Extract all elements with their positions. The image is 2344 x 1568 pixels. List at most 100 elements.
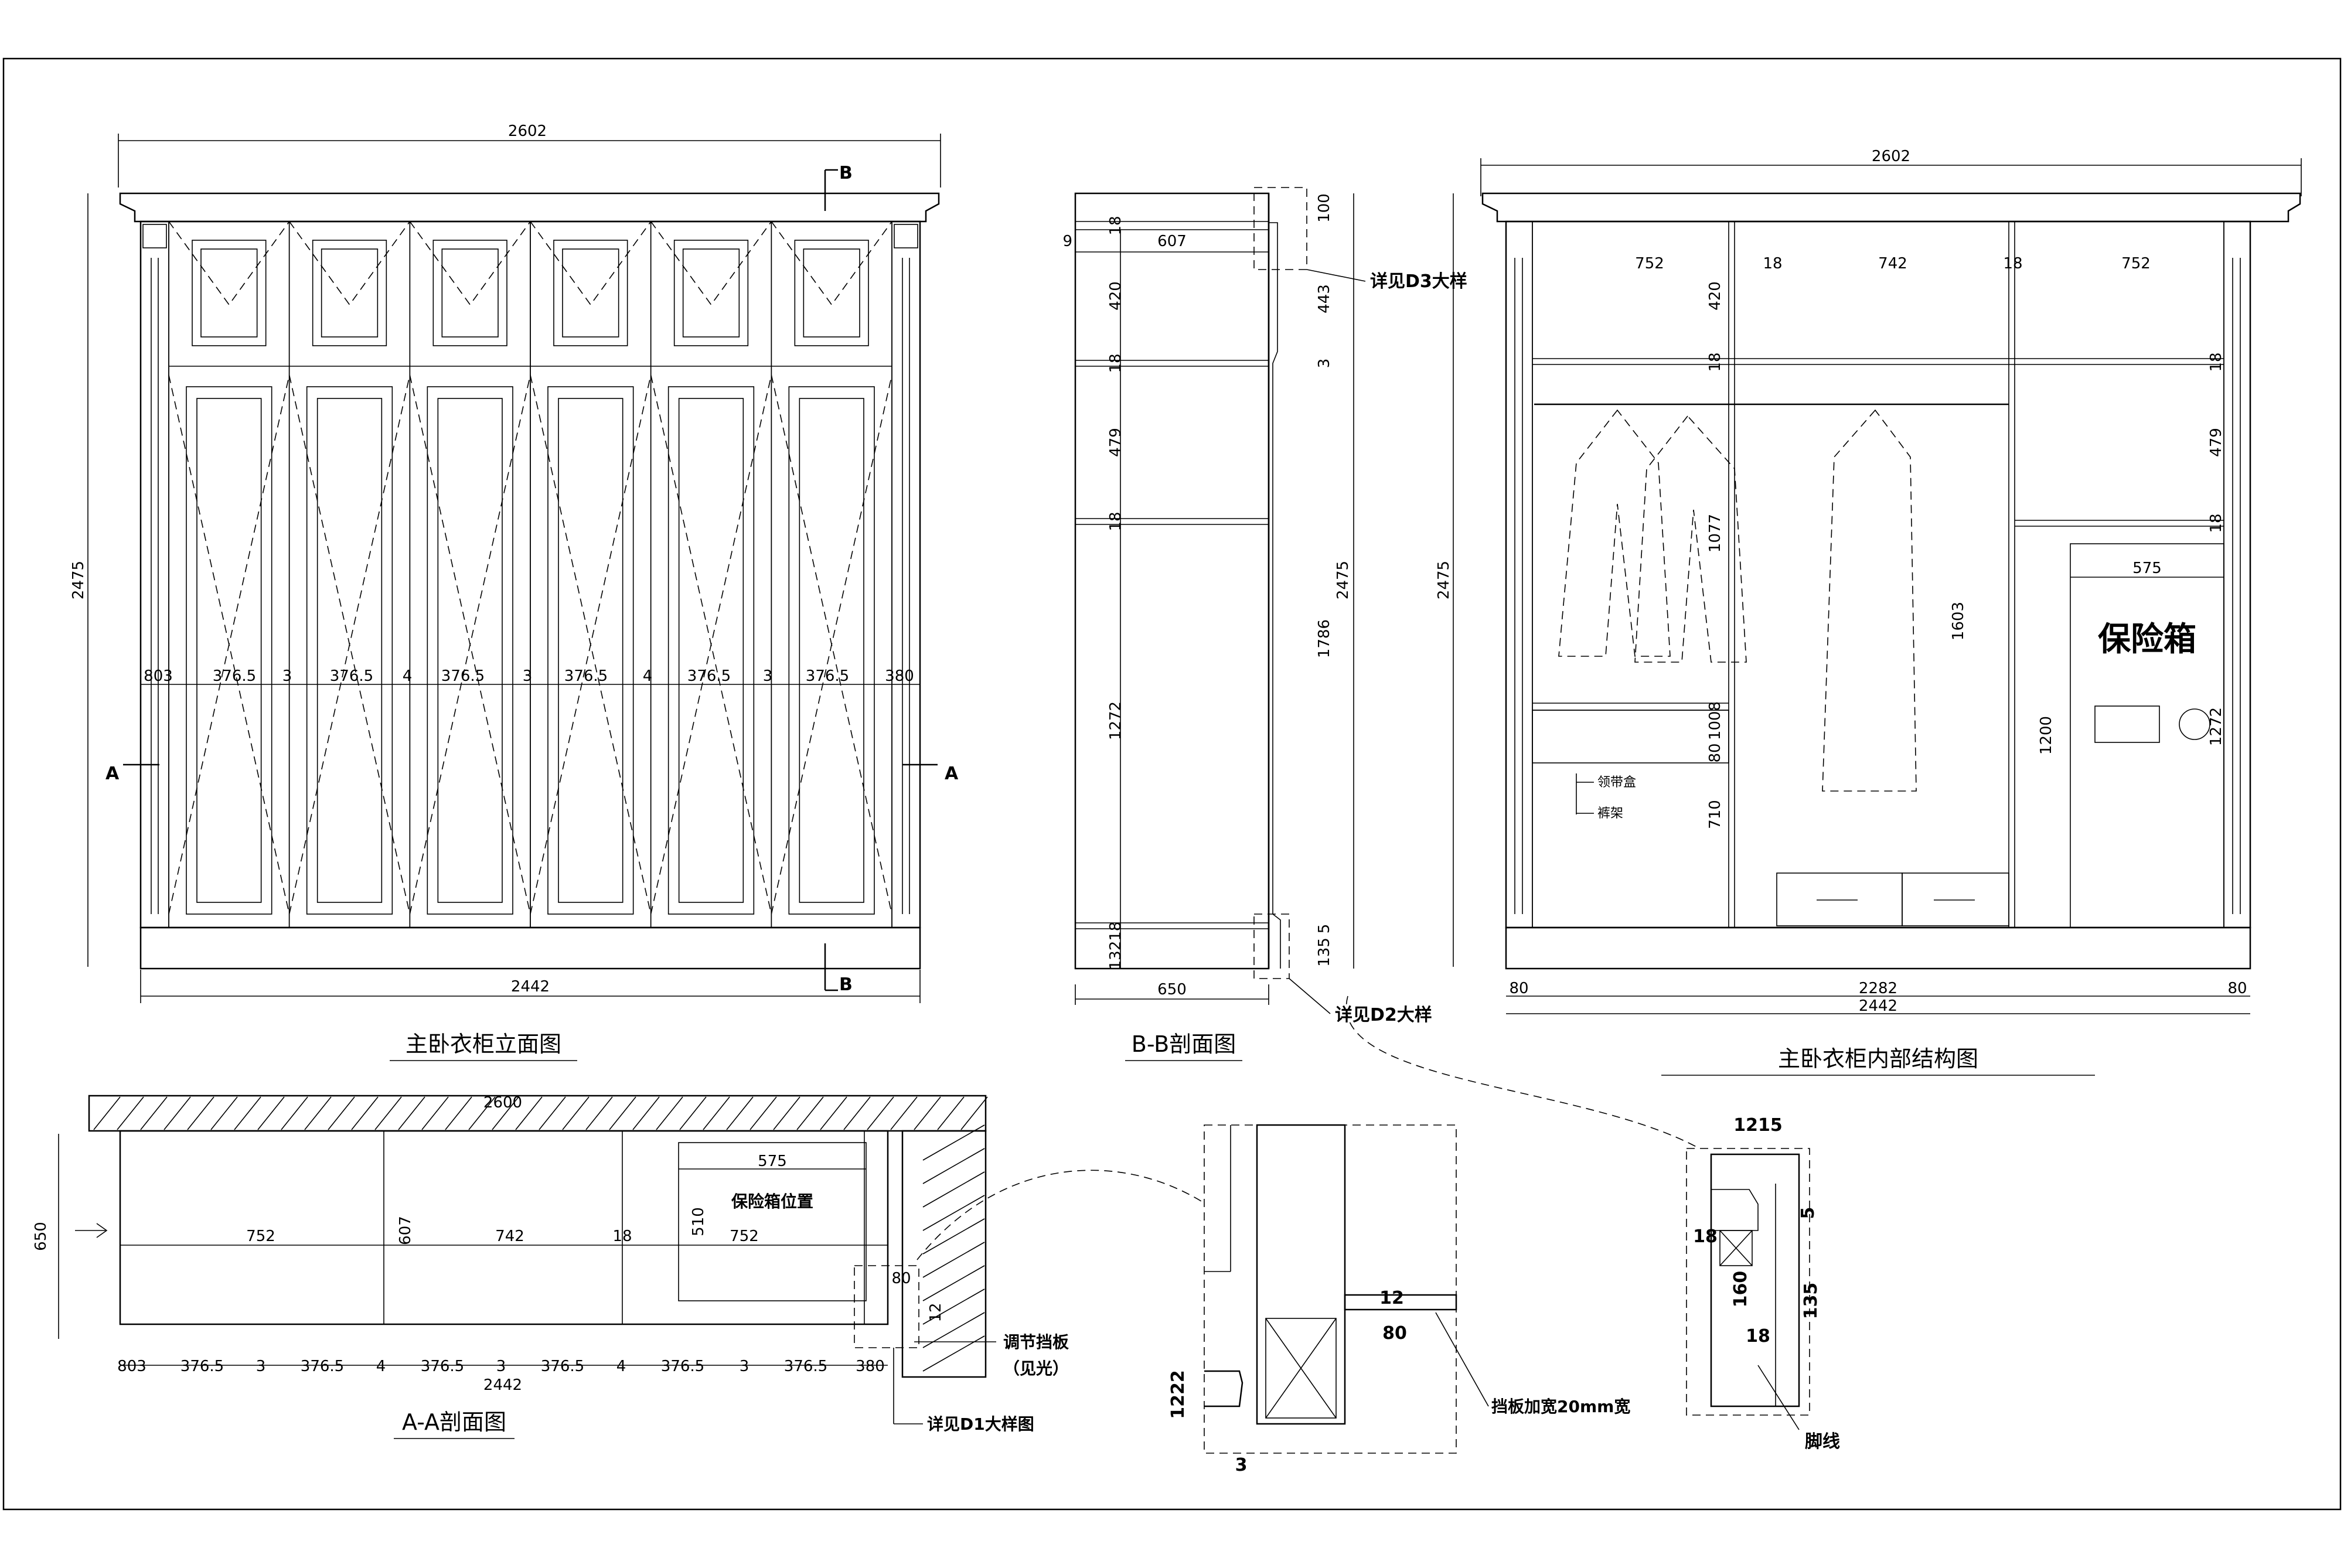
d2-dim-5: 18	[1746, 1326, 1770, 1347]
bb-right-dim-4: 1786	[1316, 619, 1333, 658]
bb-left-dim-6: 13218	[1107, 922, 1125, 970]
upper-raised-panel	[794, 240, 869, 346]
aa-adjust-board-note: （见光）	[1003, 1359, 1069, 1378]
plinth	[139, 926, 921, 970]
elev-dim-10: 3	[763, 667, 773, 685]
section-aa-view: 2600 575 保险箱位置 752 607 742 18 752 510 80…	[32, 1094, 1069, 1439]
int-rh-1: 479	[2207, 428, 2225, 457]
int-overall-width: 2602	[1872, 148, 1910, 165]
int-overall-height: 2475	[1435, 561, 1453, 599]
lower-raised-panel	[427, 386, 513, 915]
elev-dim-12: 380	[885, 667, 914, 685]
aa-dim-7: 80	[891, 1270, 911, 1287]
door-panels	[168, 221, 892, 928]
bb-title: B-B剖面图	[1132, 1031, 1236, 1057]
door-leaf	[409, 221, 531, 928]
lower-raised-panel	[667, 386, 755, 915]
lower-raised-panel	[788, 386, 875, 915]
int-top-dim-4: 752	[2121, 255, 2151, 272]
leader-d1	[917, 1170, 1202, 1260]
aa-title: A-A剖面图	[402, 1409, 506, 1435]
safe-width: 575	[2132, 560, 2162, 577]
bb-left-dim-2: 18	[1107, 353, 1125, 373]
aa-bottom-dim-0: 803	[117, 1358, 146, 1375]
drawer-right	[1902, 872, 2009, 926]
elev-overall-height: 2475	[70, 561, 87, 599]
aa-bottom-dim-12: 380	[856, 1358, 885, 1375]
tie-box-label: 领带盒	[1597, 775, 1636, 790]
d1-dim-3: 3	[1235, 1455, 1248, 1475]
elev-dim-2: 3	[282, 667, 292, 685]
section-marker-a-right: A	[945, 763, 959, 784]
jacket-icon	[1634, 415, 1747, 663]
bb-callout-d3: 详见D3大样	[1370, 271, 1467, 292]
int-h-1: 18	[1706, 352, 1724, 371]
elev-dim-7: 376.5	[564, 667, 608, 685]
aa-dim-5: 752	[730, 1228, 759, 1245]
bb-right-dim-0: 100	[1316, 193, 1333, 223]
lower-raised-panel	[547, 386, 634, 915]
aa-dim-3: 742	[495, 1228, 524, 1245]
bb-detail-d3-box	[1253, 187, 1307, 270]
aa-bottom-dim-3: 376.5	[301, 1358, 344, 1375]
lower-raised-panel	[186, 386, 272, 915]
d2-dim-0: 1215	[1733, 1115, 1783, 1136]
aa-bottom-dim-11: 376.5	[784, 1358, 827, 1375]
d2-note: 脚线	[1805, 1431, 1840, 1452]
detail-d2: 1215 5 18 160 135 18 脚线	[1686, 1115, 1840, 1452]
safe-box	[2070, 543, 2224, 928]
safe-label: 保险箱	[2098, 621, 2196, 659]
upper-raised-panel	[673, 240, 749, 346]
arrow-icon	[75, 1223, 108, 1238]
int-base-width: 2442	[1859, 997, 1897, 1015]
door-leaf	[771, 221, 892, 928]
aa-width: 2600	[483, 1094, 522, 1112]
bb-outline	[1074, 192, 1270, 970]
bb-right-dim-3: 2475	[1334, 561, 1352, 599]
sheet-border	[2, 57, 2342, 1511]
aa-base-width: 2442	[483, 1376, 522, 1394]
door-leaf	[288, 221, 411, 928]
d1-dim-1: 80	[1382, 1323, 1407, 1344]
d1-dim-0: 12	[1379, 1288, 1404, 1308]
int-h-3: 1603	[1950, 602, 1967, 640]
elev-dim-0: 803	[144, 667, 173, 685]
int-rh-0: 18	[2207, 352, 2225, 371]
int-h-4: 1008	[1706, 701, 1724, 740]
section-marker-b-bottom: B	[839, 974, 853, 995]
int-bottom-2: 80	[2227, 980, 2247, 997]
d2-dim-2: 18	[1693, 1226, 1718, 1247]
coat-icon	[1822, 409, 1917, 792]
jacket-icon	[1558, 409, 1671, 657]
upper-raised-panel	[192, 240, 267, 346]
aa-safe-label: 保险箱位置	[731, 1192, 813, 1211]
drawer-left	[1776, 872, 1903, 926]
aa-bottom-dim-4: 4	[376, 1358, 386, 1375]
aa-bottom-dim-8: 4	[616, 1358, 626, 1375]
pilaster-left	[140, 221, 169, 928]
elev-dim-11: 376.5	[806, 667, 849, 685]
lower-raised-panel	[306, 386, 393, 915]
elev-overall-width: 2602	[508, 122, 547, 140]
int-rh-4: 1200	[2038, 716, 2055, 755]
cornice	[119, 192, 940, 223]
aa-callout-d1: 详见D1大样图	[927, 1414, 1034, 1434]
bb-right-dim-5: 135	[1316, 938, 1333, 967]
int-top-dim-1: 18	[1763, 255, 1782, 272]
pants-rack-label: 裤架	[1597, 806, 1623, 821]
elev-dim-4: 4	[403, 667, 413, 685]
detail-d1: 12 80 1222 3 挡板加宽20mm宽	[1168, 1124, 1630, 1475]
interior-title: 主卧衣柜内部结构图	[1778, 1046, 1978, 1072]
bb-left-dim-1: 420	[1107, 281, 1125, 311]
d2-dim-4: 135	[1801, 1283, 1821, 1320]
d1-note: 挡板加宽20mm宽	[1491, 1397, 1630, 1416]
bb-left-dim-0: 18	[1107, 216, 1125, 235]
aa-bottom-dim-9: 376.5	[661, 1358, 704, 1375]
upper-raised-panel	[312, 240, 387, 346]
aa-dim-0: 575	[758, 1153, 787, 1170]
